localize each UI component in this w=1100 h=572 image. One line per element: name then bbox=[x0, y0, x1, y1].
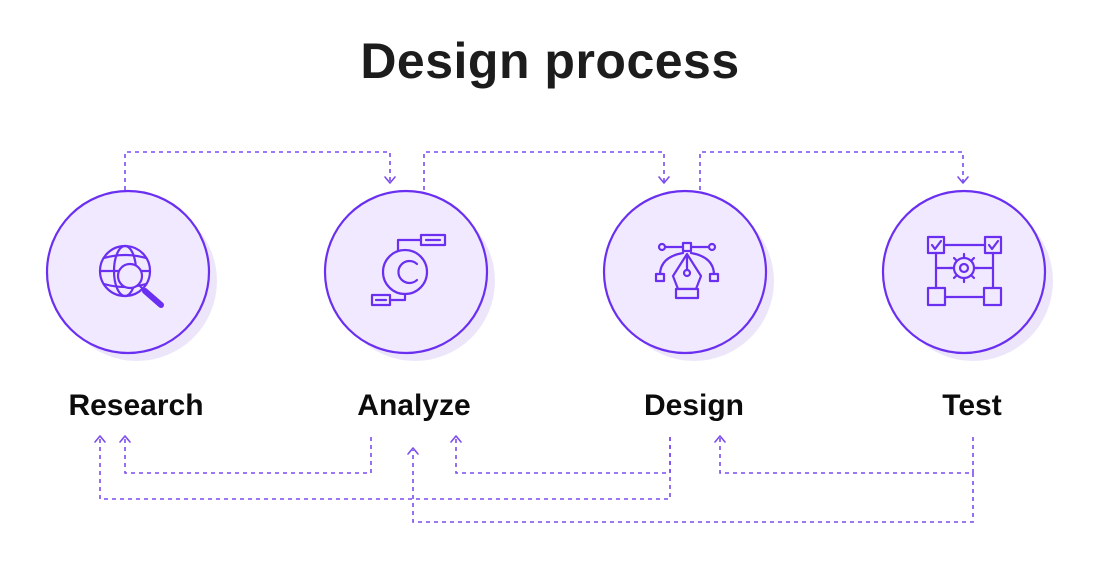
step-label-test: Test bbox=[942, 389, 1002, 422]
step-label-research: Research bbox=[68, 389, 204, 422]
arrowhead-research-inner bbox=[119, 435, 131, 443]
connector-research-to-analyze bbox=[124, 151, 391, 190]
bottom-connectors bbox=[94, 435, 974, 523]
arrowhead-design-bottom bbox=[714, 435, 726, 443]
step-label-analyze: Analyze bbox=[357, 389, 471, 422]
step-test-node bbox=[881, 189, 1053, 361]
arrowhead-research-outer bbox=[94, 435, 106, 443]
connector-design-to-test bbox=[699, 151, 964, 190]
arrowhead-analyze-lower bbox=[407, 447, 419, 455]
feedback-test-to-design bbox=[719, 437, 974, 474]
connector-analyze-to-design bbox=[423, 151, 665, 190]
gear-flowchart-icon bbox=[926, 235, 1003, 307]
target-flow-icon bbox=[370, 233, 447, 307]
arrowhead-design-top bbox=[658, 176, 670, 184]
pen-tool-icon bbox=[654, 241, 720, 300]
step-label-design: Design bbox=[643, 389, 745, 422]
page-title: Design process bbox=[360, 33, 740, 89]
step-analyze-node bbox=[323, 189, 495, 361]
circle-analyze bbox=[323, 189, 489, 355]
feedback-analyze-to-research bbox=[124, 437, 372, 474]
arrowhead-analyze-top bbox=[384, 176, 396, 184]
feedback-test-to-analyze bbox=[412, 450, 974, 523]
feedback-design-to-research bbox=[99, 437, 671, 500]
globe-search-icon bbox=[98, 244, 164, 308]
feedback-design-to-analyze bbox=[455, 437, 671, 474]
top-connectors bbox=[124, 151, 969, 190]
step-design-node bbox=[602, 189, 774, 361]
arrowhead-test-top bbox=[957, 176, 969, 184]
step-research-node bbox=[45, 189, 217, 361]
arrowhead-analyze-bottom bbox=[450, 435, 462, 443]
